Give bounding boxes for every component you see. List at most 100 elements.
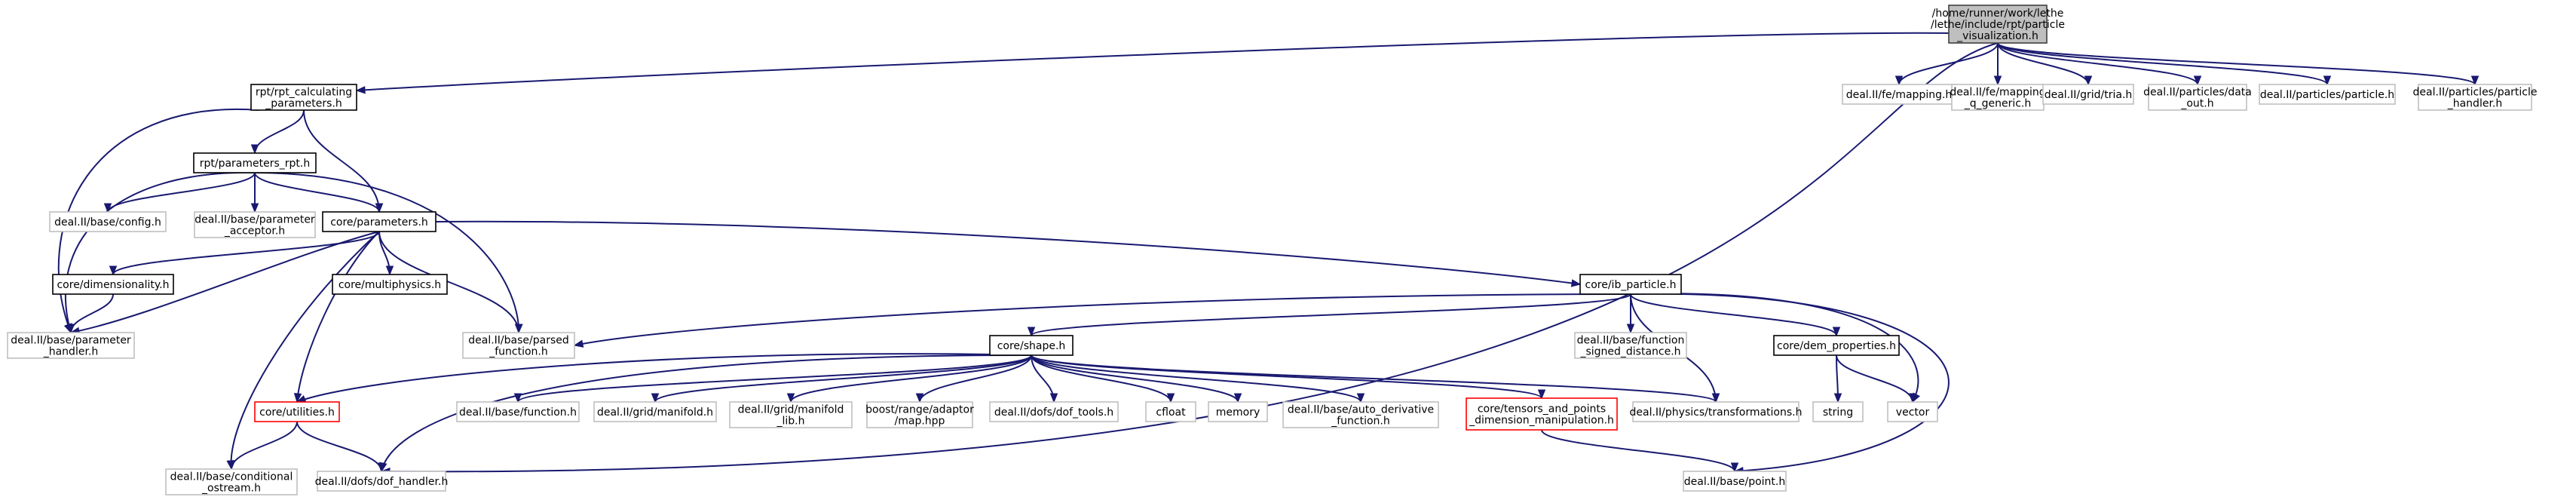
node-dof_handler: deal.II/dofs/dof_handler.h	[315, 471, 448, 492]
node-label-line: deal.II/particles/particle.h	[2260, 89, 2394, 101]
edge-shape-to-boost_map	[919, 354, 1032, 403]
node-box	[165, 468, 298, 495]
edge-root-to-particles_particle	[1997, 42, 2328, 85]
arrowhead-ib_particle-to-dem_props	[1832, 327, 1841, 337]
node-auto_derivative: deal.II/base/auto_derivative_function.h	[1282, 401, 1439, 428]
node-label-line: deal.II/fe/mapping.h	[1846, 89, 1953, 101]
node-core_params[interactable]: core/parameters.h	[322, 211, 436, 232]
node-rpt_params[interactable]: rpt/parameters_rpt.h	[193, 152, 317, 173]
node-label-line: rpt/rpt_calculating	[256, 87, 352, 99]
edge-shape-to-physics_transf	[1031, 354, 1717, 403]
node-box	[1632, 401, 1800, 422]
arrowhead-shape-to-physics_transf	[1711, 393, 1720, 403]
node-box	[456, 401, 580, 422]
arrowhead-root-to-fe_mapping	[1894, 75, 1904, 86]
node-memory: memory	[1208, 401, 1268, 422]
edge-shape-to-memory	[1031, 354, 1239, 403]
node-rpt_calc[interactable]: rpt/rpt_calculating_parameters.h	[250, 84, 357, 111]
node-label-line: _dimension_manipulation.h	[1469, 415, 1614, 427]
node-label-line: _handler.h	[43, 346, 99, 358]
edge-ib_particle-to-shape	[1031, 293, 1631, 336]
node-box	[1683, 471, 1787, 492]
arrowhead-ib_particle-to-function_sd	[1626, 324, 1635, 334]
arrowhead-shape-to-memory	[1233, 393, 1242, 403]
node-fe_mapping: deal.II/fe/mapping.h	[1842, 84, 1956, 105]
arrowhead-shape-to-boost_map	[915, 393, 924, 403]
edge-root-to-grid_tria	[1997, 42, 2089, 85]
node-tensors[interactable]: core/tensors_and_points_dimension_manipu…	[1466, 397, 1618, 431]
node-box	[52, 274, 174, 295]
arrowhead-core_params-to-core_multi	[385, 265, 394, 276]
node-label-line: deal.II/base/parameter	[11, 335, 131, 347]
node-label-line: deal.II/dofs/dof_tools.h	[994, 406, 1113, 419]
node-cond_ostream: deal.II/base/conditional_ostream.h	[165, 468, 298, 495]
node-box	[1887, 401, 1938, 422]
edge-shape-to-dof_handler	[381, 354, 1032, 472]
node-dof_tools: deal.II/dofs/dof_tools.h	[989, 401, 1119, 422]
edge-core_params-to-utilities	[296, 231, 380, 403]
node-core_dim[interactable]: core/dimensionality.h	[52, 274, 174, 295]
node-box	[7, 332, 135, 359]
node-cfloat: cfloat	[1145, 401, 1196, 422]
node-shape[interactable]: core/shape.h	[989, 335, 1074, 356]
node-label-line: core/ib_particle.h	[1585, 279, 1677, 291]
node-utilities[interactable]: core/utilities.h	[254, 401, 340, 422]
node-box	[317, 471, 446, 492]
node-label-line: _function.h	[489, 346, 548, 358]
node-ib_particle[interactable]: core/ib_particle.h	[1579, 274, 1682, 295]
node-root[interactable]: /home/runner/work/lethe/lethe/include/rp…	[1931, 5, 2065, 44]
arrowhead-rpt_params-to-core_params	[375, 203, 384, 213]
node-box	[989, 335, 1074, 356]
node-label-line: deal.II/base/function	[1577, 335, 1685, 347]
node-string: string	[1812, 401, 1864, 422]
node-box	[2148, 84, 2247, 111]
node-particles_particle: deal.II/particles/particle.h	[2259, 84, 2396, 105]
edge-rpt_params-to-param_handler	[64, 171, 256, 333]
node-label-line: vector	[1896, 406, 1930, 419]
arrowhead-ib_particle-to-shape	[1027, 327, 1036, 337]
node-label-line: deal.II/physics/transformations.h	[1630, 406, 1803, 419]
node-label-line: rpt/parameters_rpt.h	[200, 158, 311, 170]
edge-root-to-particles_data_out	[1997, 42, 2198, 85]
node-boost_map: boost/range/adaptor/map.hpp	[865, 401, 974, 428]
edge-tensors-to-base_point	[1541, 429, 1735, 472]
node-base_function: deal.II/base/function.h	[456, 401, 580, 422]
node-box	[866, 401, 973, 428]
arrowhead-core_params-to-parsed_function	[514, 324, 523, 334]
node-label-line: _parameters.h	[265, 98, 342, 110]
node-box	[2259, 84, 2396, 105]
edge-rpt_calc-to-core_params	[303, 109, 380, 213]
node-label-line: core/tensors_and_points	[1478, 403, 1606, 416]
node-label-line: deal.II/base/auto_derivative	[1288, 404, 1434, 416]
arrowhead-shape-to-tensors	[1537, 389, 1546, 400]
node-label-line: memory	[1216, 406, 1260, 419]
node-label-line: deal.II/particles/data	[2143, 87, 2252, 99]
node-label-line: core/dimensionality.h	[57, 279, 169, 291]
node-box	[462, 332, 575, 359]
edge-utilities-to-cond_ostream	[231, 421, 298, 470]
edge-shape-to-cfloat	[1031, 354, 1172, 403]
node-label-line: core/utilities.h	[259, 406, 335, 419]
edge-core_params-to-cond_ostream	[230, 231, 380, 470]
node-core_multi[interactable]: core/multiphysics.h	[332, 274, 448, 295]
node-label-line: _handler.h	[2447, 98, 2503, 110]
arrowhead-root-to-particles_particle	[2323, 75, 2332, 86]
node-box	[1282, 401, 1439, 428]
edge-ib_particle-to-dem_props	[1630, 293, 1837, 336]
node-box	[1773, 335, 1900, 356]
node-label-line: deal.II/grid/tria.h	[2045, 89, 2133, 101]
node-box	[193, 152, 317, 173]
node-label-line: _signed_distance.h	[1579, 346, 1680, 358]
node-label-line: _visualization.h	[1956, 30, 2038, 42]
node-box	[322, 211, 436, 232]
arrowhead-root-to-particles_handler	[2470, 75, 2480, 86]
node-label-line: deal.II/base/function.h	[459, 406, 577, 419]
node-label-line: boost/range/adaptor	[865, 404, 974, 416]
node-box	[194, 211, 316, 238]
arrowhead-shape-to-cfloat	[1166, 393, 1175, 403]
node-box	[332, 274, 448, 295]
node-vector: vector	[1887, 401, 1938, 422]
edge-core_params-to-parsed_function	[378, 231, 519, 333]
arrowhead-utilities-to-cond_ostream	[227, 460, 236, 471]
node-dem_props[interactable]: core/dem_properties.h	[1773, 335, 1900, 356]
